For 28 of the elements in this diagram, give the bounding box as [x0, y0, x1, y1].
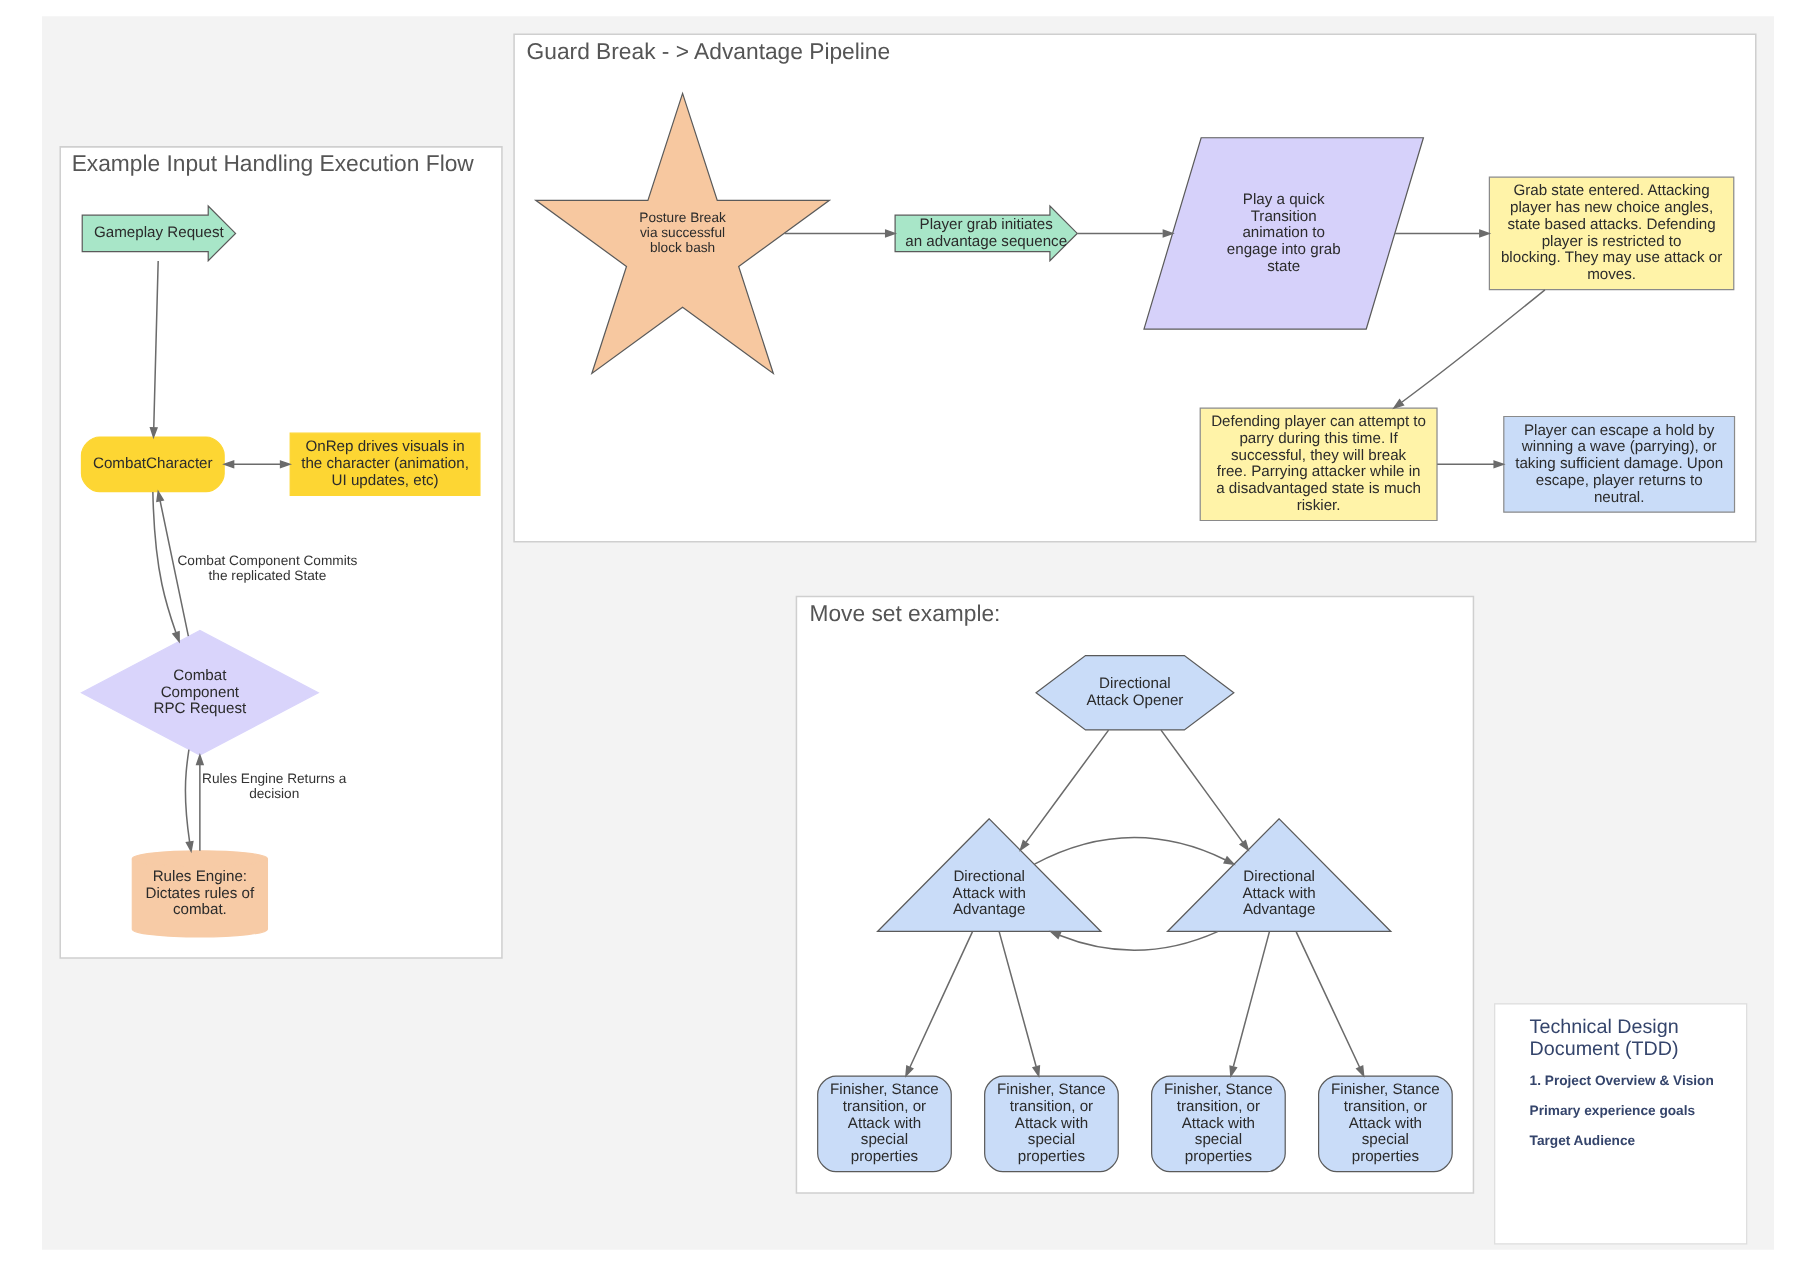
node-box: Finisher, Stance transition, or Attack with special properties	[816, 1075, 951, 1173]
arrow	[1393, 229, 1491, 238]
arrow	[1018, 729, 1109, 852]
node-box: Player can escape a hold by winning a wave (parrying), or taking sufficient damage. Upon escape, player returns to neutral.	[1502, 415, 1735, 513]
arrow	[194, 753, 204, 852]
arrow	[1391, 289, 1545, 410]
arrow	[1032, 836, 1235, 866]
arrow	[155, 489, 189, 637]
arrow	[148, 260, 158, 440]
node-box: Finisher, Stance transition, or Attack with special properties	[983, 1075, 1118, 1173]
arrow	[1159, 729, 1249, 852]
arrow	[151, 491, 179, 644]
node-box: OnRep drives visuals in the character (animation, UI updates, etc)	[288, 432, 480, 497]
arrow	[1435, 460, 1505, 469]
node-box: CombatCharacter	[79, 436, 224, 493]
node-box: Finisher, Stance transition, or Attack with special properties	[1150, 1075, 1285, 1173]
arrow	[1228, 931, 1270, 1078]
arrow	[904, 931, 973, 1078]
node-box: Finisher, Stance transition, or Attack with special properties	[1317, 1075, 1452, 1173]
arrow	[1294, 931, 1364, 1078]
arrow	[183, 748, 193, 854]
node-box: Defending player can attempt to parry during this time. If successful, they will break free. Parrying attacker while in a disadvantaged state is much riskier.	[1198, 407, 1437, 522]
node-box: Grab state entered. Attacking player has new choice angles, state based attacks. Defending player is restricted to blocking. They may use attack or moves.	[1487, 176, 1734, 291]
arrow	[997, 931, 1040, 1078]
arrow	[1075, 229, 1174, 238]
arrow	[782, 229, 897, 238]
arrow	[221, 460, 292, 469]
arrow	[1047, 930, 1218, 951]
